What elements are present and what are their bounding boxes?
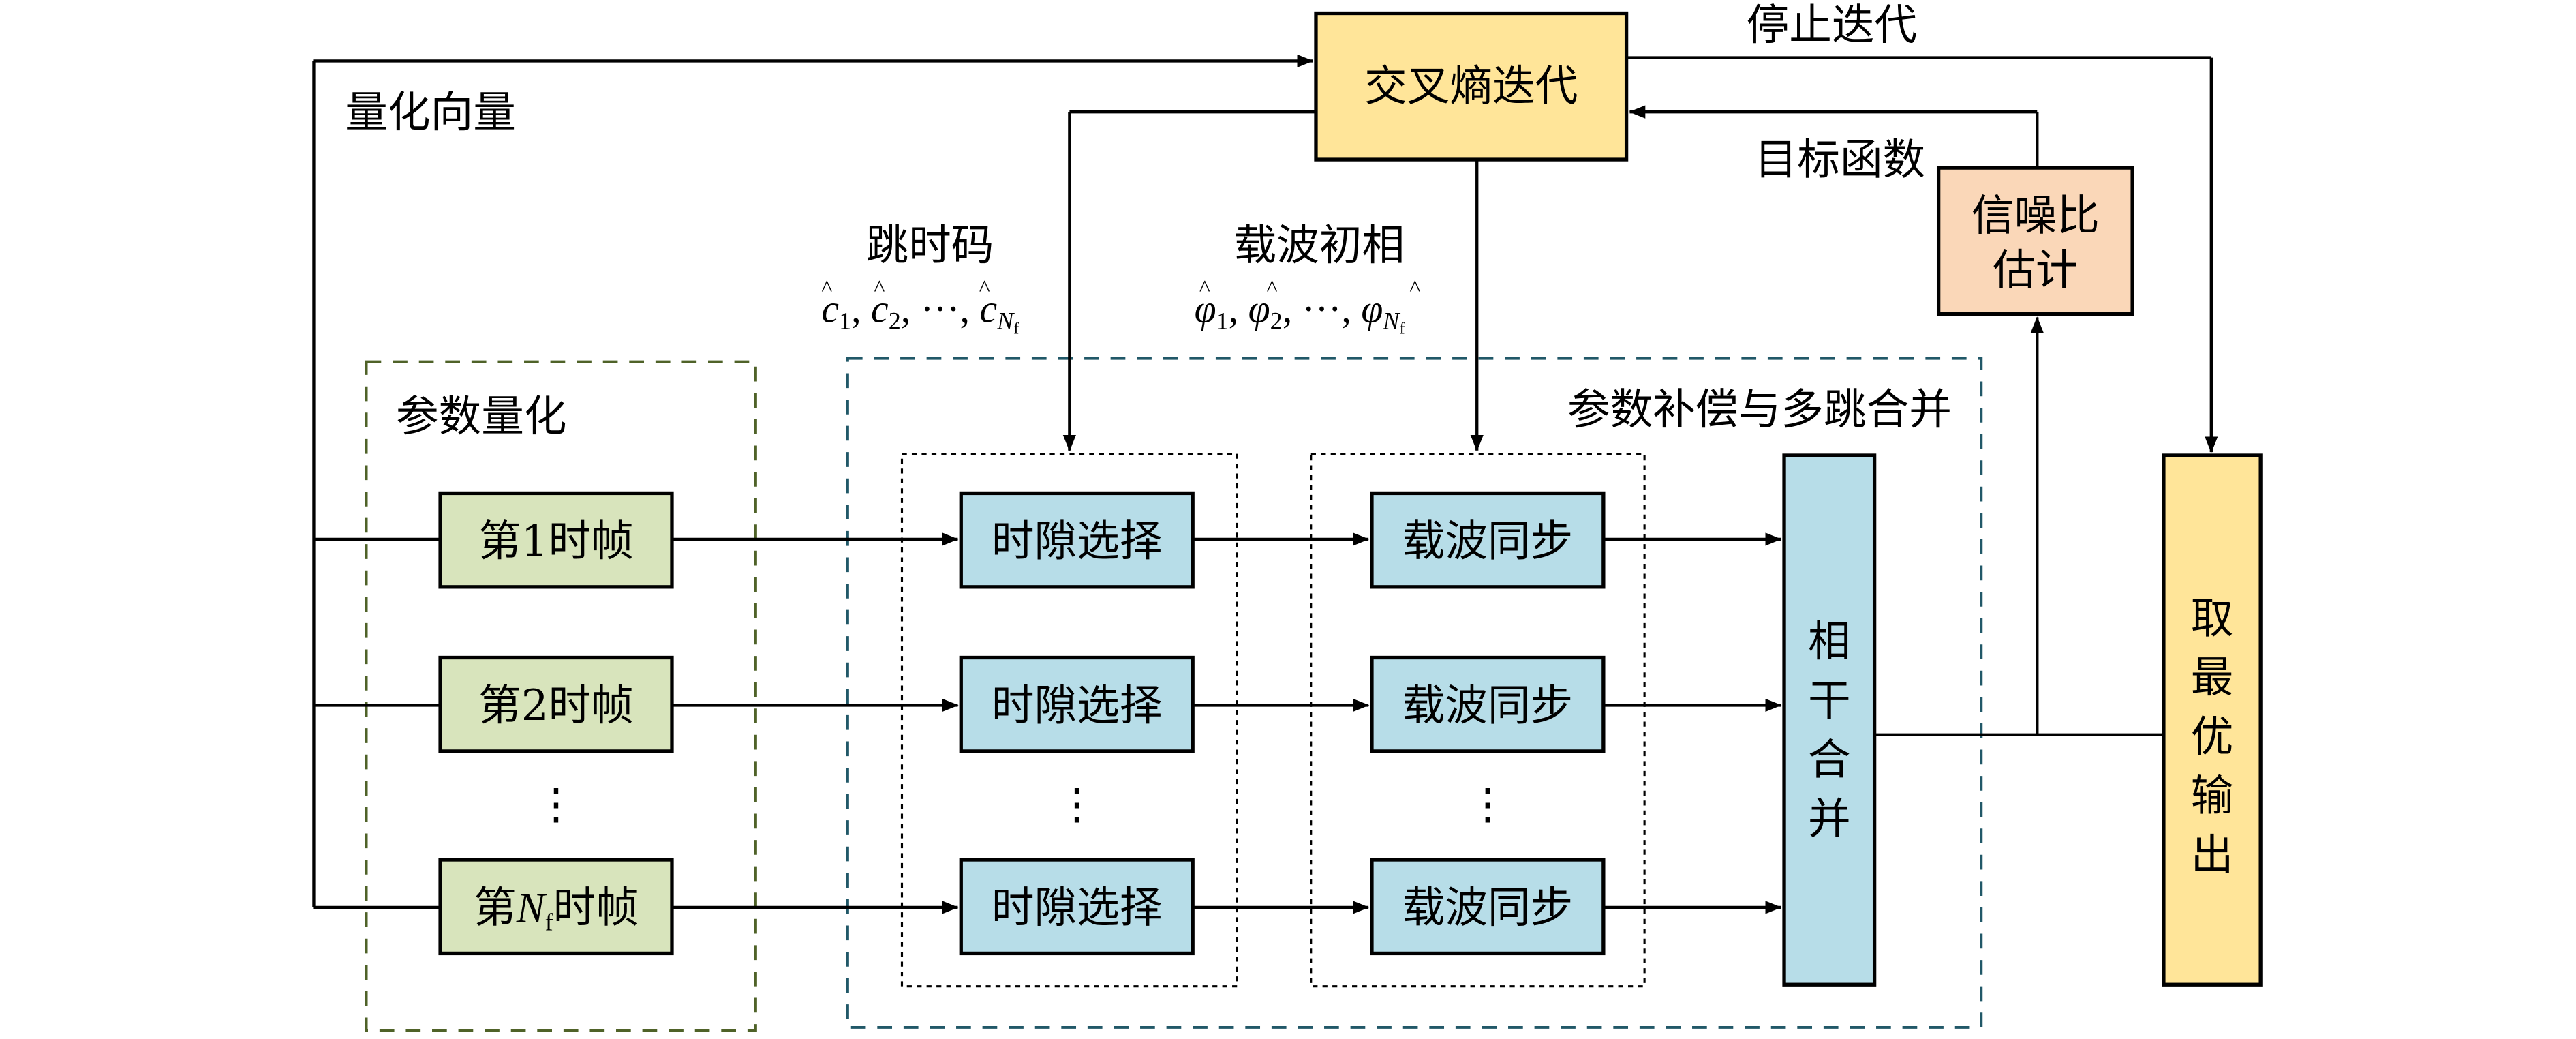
- svg-text:^: ^: [1409, 276, 1420, 301]
- svg-text:^: ^: [874, 276, 885, 301]
- carrier-phase-label: 载波初相: [1233, 220, 1405, 270]
- svg-text:第Nf时帧: 第Nf时帧: [474, 883, 639, 936]
- svg-text:第2时帧: 第2时帧: [478, 680, 634, 730]
- compensation-group: [846, 357, 1983, 1029]
- quantization-group: [365, 360, 757, 1032]
- svg-text:交叉熵迭代: 交叉熵迭代: [1364, 61, 1578, 110]
- svg-text:载波同步: 载波同步: [1402, 516, 1574, 566]
- frame-ellipsis: ⋮: [535, 779, 578, 829]
- hopping-code-estimates: c1, c2, ···, cNf ^ ^ ^: [821, 276, 1019, 337]
- svg-text:干: 干: [1808, 676, 1851, 725]
- svg-text:估计: 估计: [1993, 245, 2078, 295]
- carrier-sync-block-n[interactable]: 载波同步: [1370, 858, 1606, 956]
- svg-text:φ1, φ2, ···, φNf: φ1, φ2, ···, φNf: [1195, 287, 1406, 338]
- frame-block-n[interactable]: 第Nf时帧: [438, 858, 674, 956]
- snr-estimation-block[interactable]: 信噪比 估计: [1936, 166, 2134, 316]
- slot-select-block-2[interactable]: 时隙选择: [959, 655, 1195, 753]
- slot-select-block-1[interactable]: 时隙选择: [959, 491, 1195, 589]
- frame-block-1[interactable]: 第1时帧: [438, 491, 674, 589]
- svg-text:第1时帧: 第1时帧: [478, 516, 634, 566]
- quantized-vector-label: 量化向量: [345, 87, 516, 137]
- svg-text:取: 取: [2191, 593, 2234, 643]
- slot-select-block-n[interactable]: 时隙选择: [959, 858, 1195, 956]
- objective-function-label: 目标函数: [1755, 135, 1926, 185]
- carrier-phase-estimates: φ1, φ2, ···, φNf ^ ^ ^: [1195, 276, 1421, 337]
- hopping-code-label: 跳时码: [865, 220, 994, 270]
- svg-text:时隙选择: 时隙选择: [992, 680, 1163, 730]
- svg-text:^: ^: [821, 276, 832, 301]
- svg-text:输: 输: [2191, 771, 2234, 821]
- coherent-combine-block[interactable]: 相 干 合 并: [1782, 453, 1877, 987]
- connectors: [312, 54, 2218, 914]
- best-output-block[interactable]: 取 最 优 输 出: [2162, 453, 2263, 987]
- svg-text:并: 并: [1808, 794, 1851, 843]
- svg-text:信噪比: 信噪比: [1972, 191, 2100, 241]
- carrier-ellipsis: ⋮: [1467, 779, 1509, 829]
- svg-text:^: ^: [1267, 276, 1278, 301]
- carrier-sync-block-2[interactable]: 载波同步: [1370, 655, 1606, 753]
- svg-text:^: ^: [1199, 276, 1210, 301]
- frame-block-2[interactable]: 第2时帧: [438, 655, 674, 753]
- svg-text:相: 相: [1808, 616, 1851, 666]
- svg-text:^: ^: [979, 276, 990, 301]
- compensation-group-title: 参数补偿与多跳合并: [1567, 385, 1952, 434]
- svg-text:时隙选择: 时隙选择: [992, 883, 1163, 933]
- carrier-sync-block-1[interactable]: 载波同步: [1370, 491, 1606, 589]
- svg-text:合: 合: [1808, 735, 1851, 785]
- svg-text:出: 出: [2191, 830, 2234, 879]
- slot-ellipsis: ⋮: [1056, 779, 1099, 829]
- svg-text:载波同步: 载波同步: [1402, 883, 1574, 933]
- cross-entropy-block[interactable]: 交叉熵迭代: [1314, 11, 1629, 162]
- quantization-group-title: 参数量化: [396, 391, 567, 441]
- stop-iteration-label: 停止迭代: [1747, 0, 1918, 50]
- svg-text:载波同步: 载波同步: [1402, 680, 1574, 730]
- svg-text:最: 最: [2191, 652, 2234, 702]
- svg-text:优: 优: [2191, 712, 2234, 762]
- slot-select-group: [900, 453, 1238, 988]
- svg-text:c1, c2, ···, cNf: c1, c2, ···, cNf: [821, 287, 1019, 338]
- svg-text:时隙选择: 时隙选择: [992, 516, 1163, 566]
